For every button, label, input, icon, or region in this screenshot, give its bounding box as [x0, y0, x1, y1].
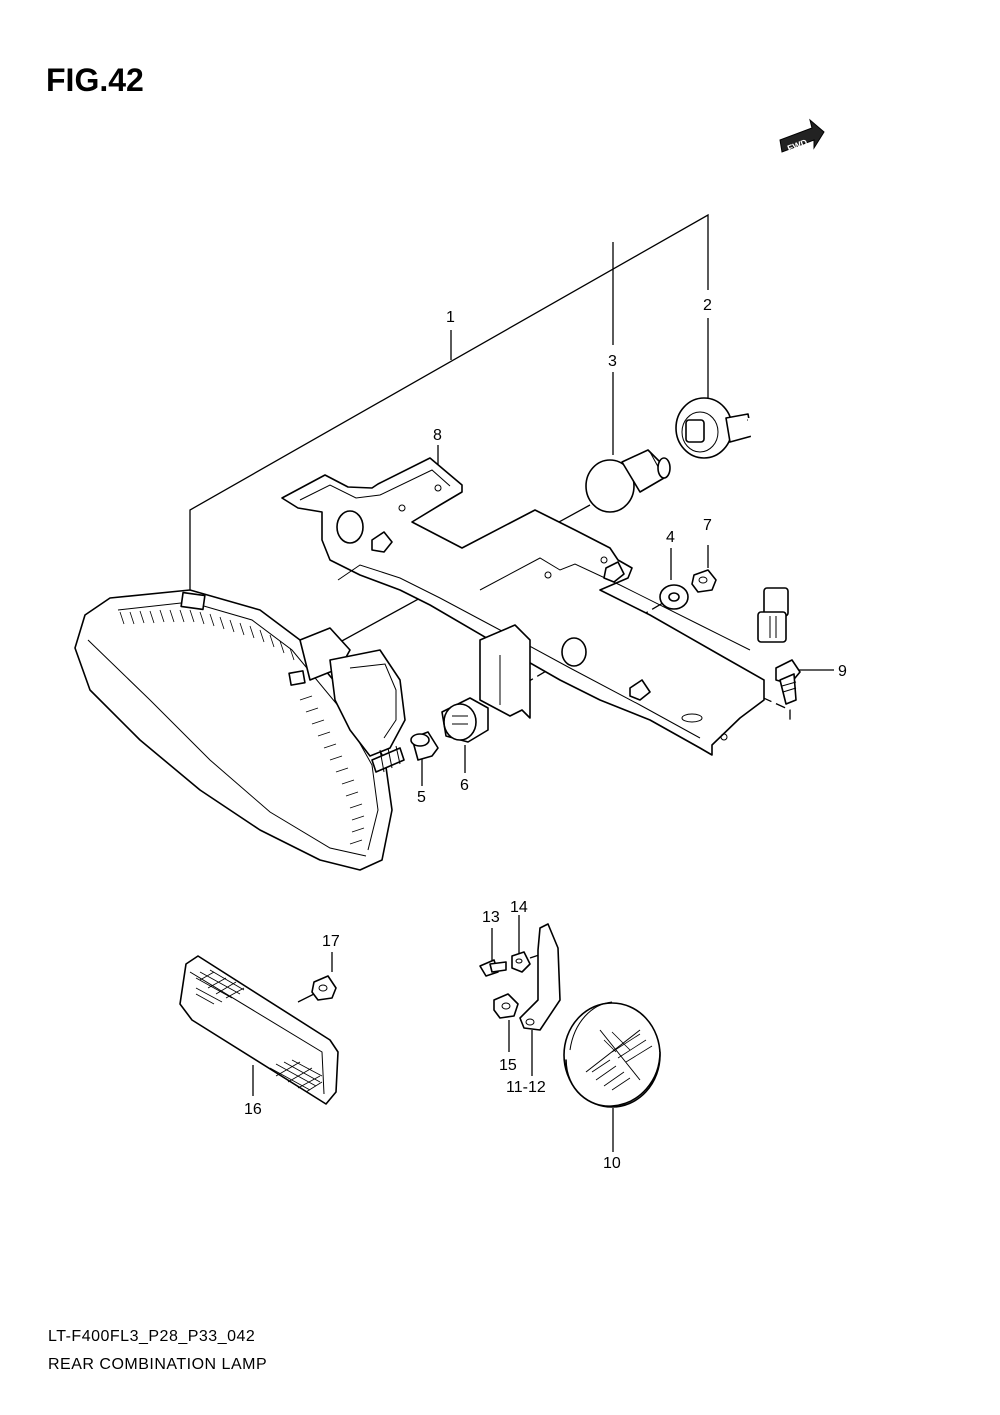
hardware-5-6: [410, 697, 489, 761]
callout-10: 10: [603, 1155, 621, 1172]
callout-5: 5: [417, 789, 426, 806]
bulb-socket-harness: [675, 397, 797, 643]
callout-8: 8: [433, 427, 442, 444]
callout-1: 1: [446, 309, 455, 326]
callout-17: 17: [322, 933, 340, 950]
figure-title: FIG.42: [46, 62, 144, 98]
bulb: [585, 449, 671, 513]
callout-6: 6: [460, 777, 469, 794]
lower-reflector-assembly: [479, 923, 661, 1108]
callout-7: 7: [703, 517, 712, 534]
rear-lamp-assembly: [74, 589, 406, 871]
callout-16: 16: [244, 1101, 262, 1118]
figure-caption: REAR COMBINATION LAMP: [48, 1356, 268, 1373]
callout-9: 9: [838, 663, 847, 680]
fwd-arrow-icon: FWD: [779, 118, 825, 154]
callout-15: 15: [499, 1057, 517, 1074]
callout-11-12: 11-12: [506, 1079, 546, 1096]
callout-2: 2: [703, 297, 712, 314]
side-reflector: [179, 955, 339, 1105]
callout-13: 13: [482, 909, 500, 926]
lamp-bracket: [281, 457, 765, 756]
callout-4: 4: [666, 529, 675, 546]
hardware-4-7-9: [659, 569, 801, 705]
callout-labels: 1 2 3 4 5 6 7 8 9 10 11-12 13 14 15 16 1…: [244, 297, 847, 1172]
callout-3: 3: [608, 353, 617, 370]
figure-code: LT-F400FL3_P28_P33_042: [48, 1328, 256, 1345]
callout-14: 14: [510, 899, 528, 916]
